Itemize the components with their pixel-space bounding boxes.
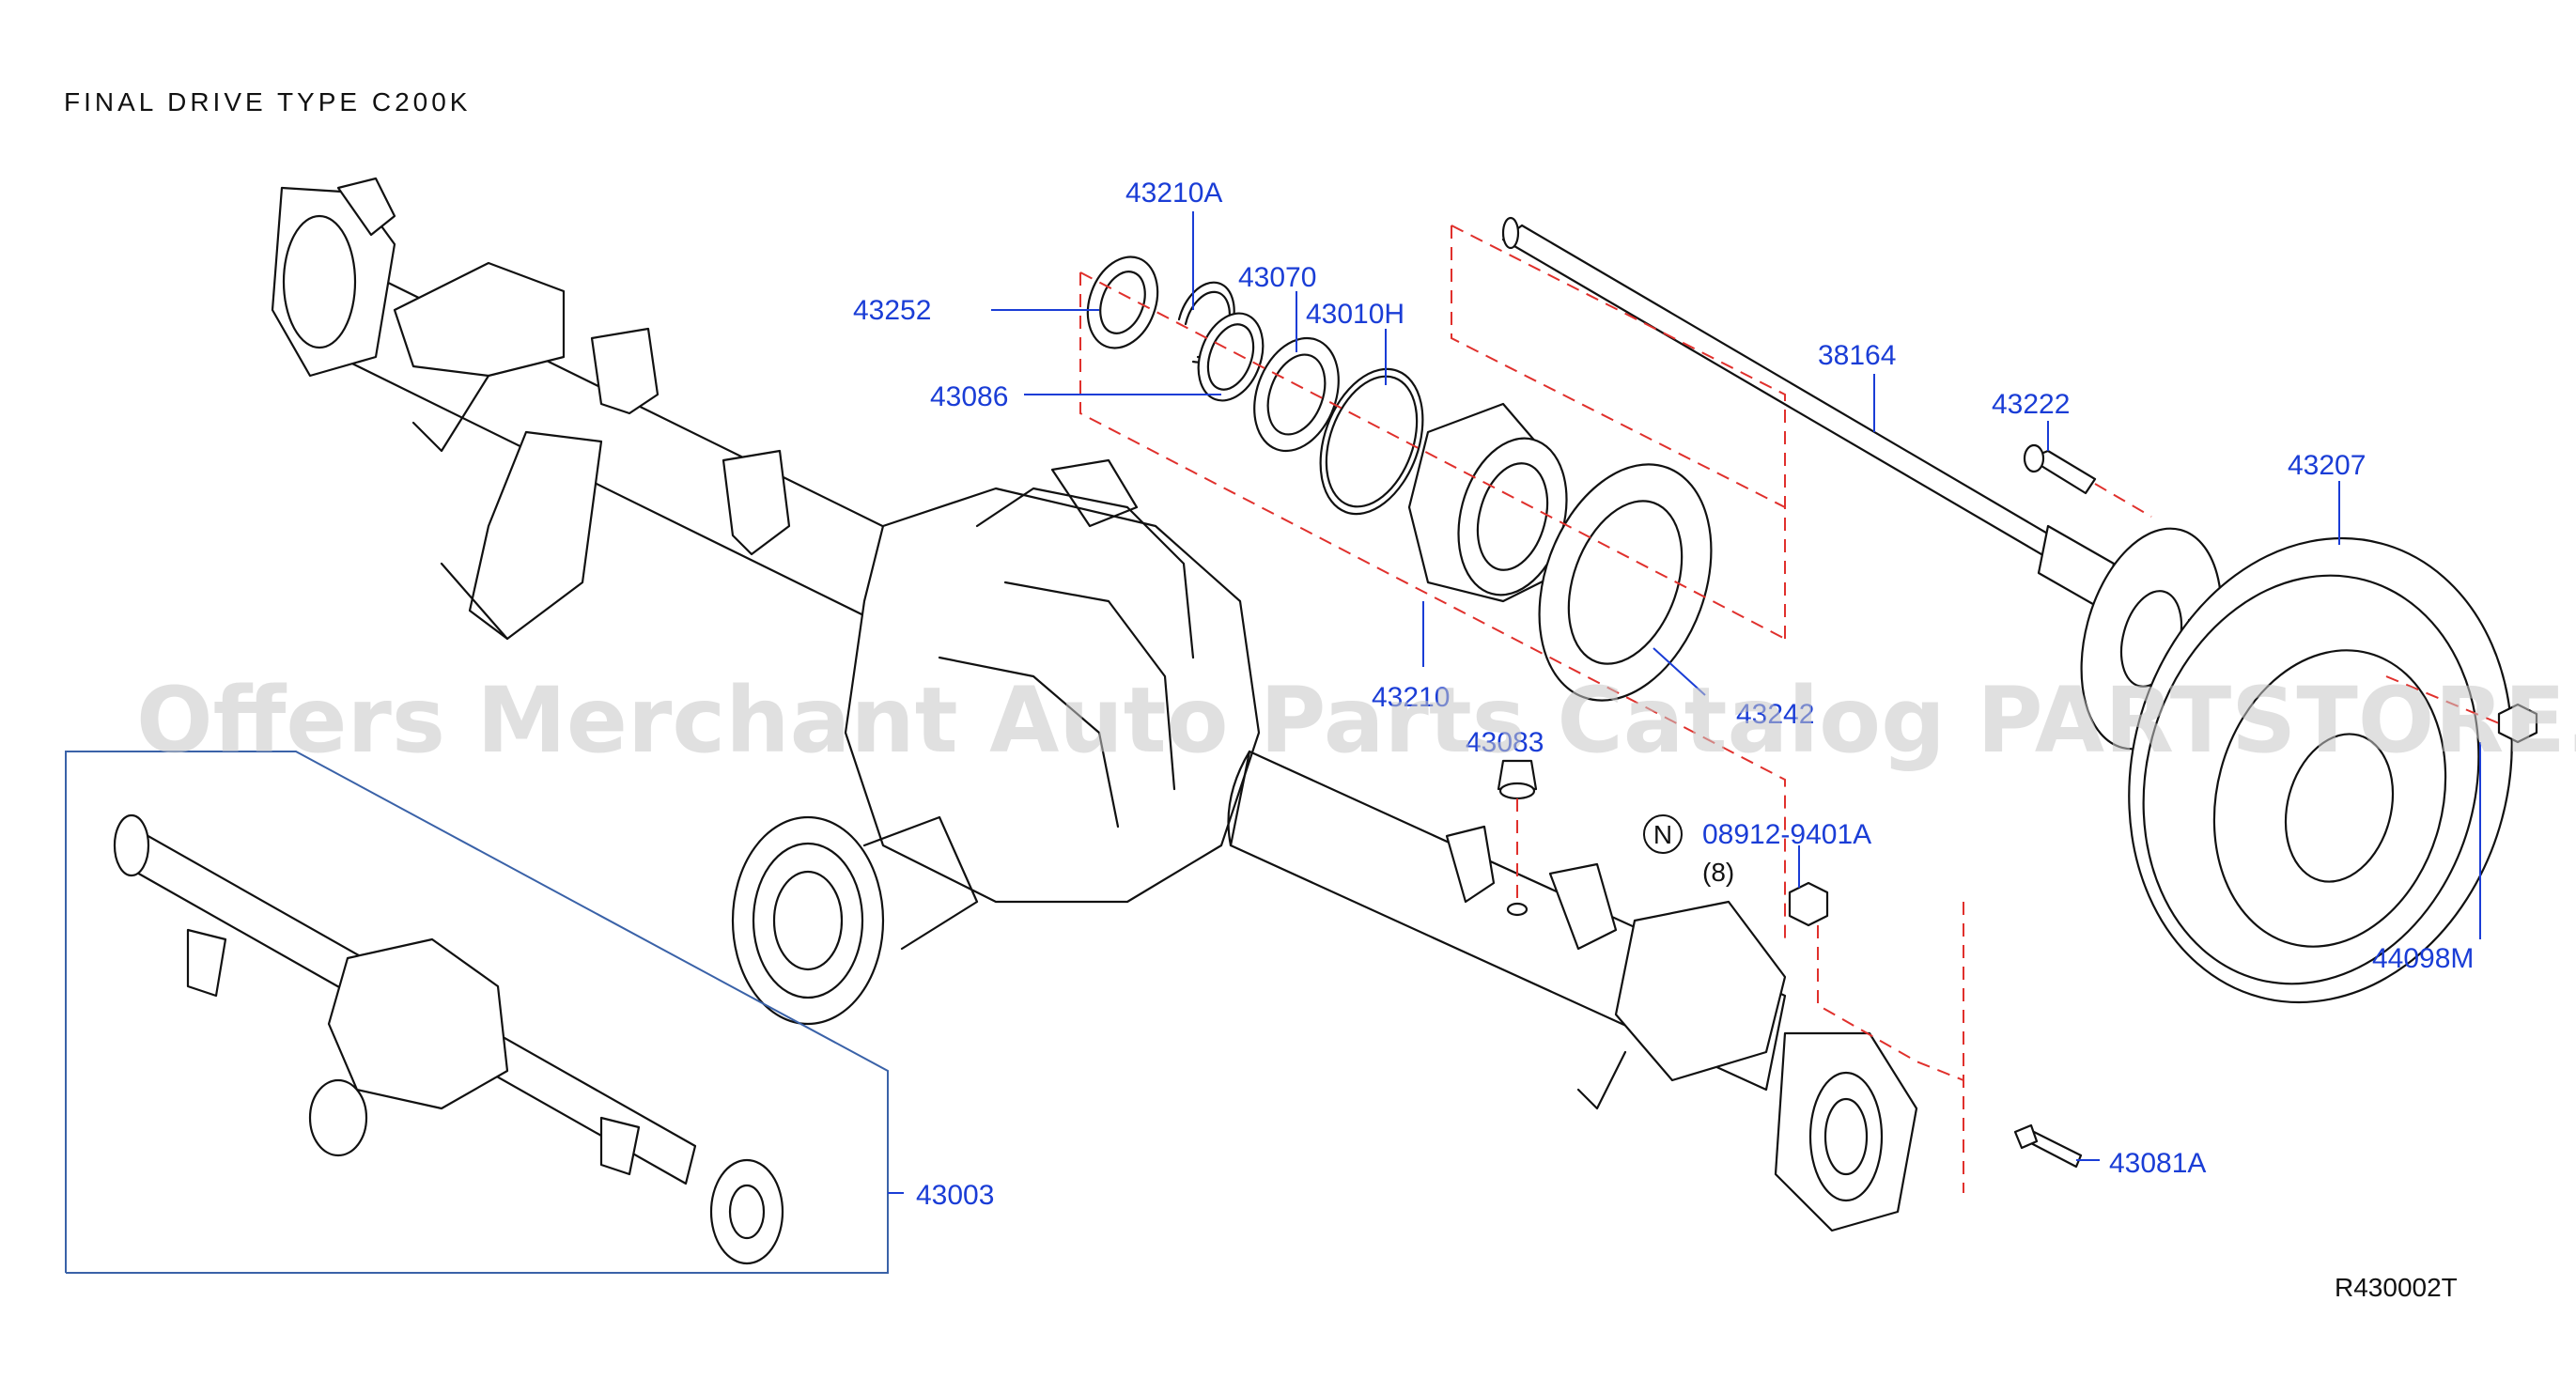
part-label-43083[interactable]: 43083 (1466, 727, 1544, 758)
part-label-44098M[interactable]: 44098M (2372, 943, 2474, 974)
inset-assembly-43003 (65, 751, 889, 1274)
breather-43083 (1497, 759, 1538, 917)
oil-seal-43252 (1086, 256, 1159, 349)
watermark-text: Offers Merchant Auto Parts Catalog PARTS… (136, 668, 2576, 773)
part-quantity-08912-9401A: (8) (1702, 858, 1734, 887)
part-label-43252[interactable]: 43252 (853, 295, 931, 326)
bolt-43081A (2013, 1123, 2083, 1169)
part-label-43222[interactable]: 43222 (1992, 389, 2070, 420)
part-label-43207[interactable]: 43207 (2288, 450, 2366, 481)
axle-housing (271, 177, 1918, 1232)
hub-bolt-43222 (2023, 443, 2097, 495)
leader-lines (888, 211, 2481, 1194)
part-label-38164[interactable]: 38164 (1818, 340, 1896, 371)
gasket-43242 (1538, 463, 1713, 702)
bearing-43070 (1253, 336, 1340, 453)
part-label-43086[interactable]: 43086 (930, 381, 1008, 412)
note-symbol: N (1653, 820, 1672, 849)
part-label-43210[interactable]: 43210 (1372, 682, 1450, 713)
wheel-nut-44098M (2497, 703, 2538, 744)
explode-lines (1079, 225, 2500, 1193)
spacer-43086 (1197, 312, 1265, 402)
brake-drum-43207 (2128, 536, 2513, 1004)
part-label-43210A[interactable]: 43210A (1125, 178, 1222, 209)
part-label-08912-9401A[interactable]: 08912-9401A (1702, 819, 1871, 850)
note-callout-08912-9401A: N (1643, 814, 1683, 854)
o-ring-43010H (1319, 367, 1424, 516)
part-label-43081A[interactable]: 43081A (2109, 1148, 2206, 1179)
part-label-43242[interactable]: 43242 (1736, 699, 1814, 730)
nut-08912-9401A (1788, 881, 1829, 927)
bearing-housing-43210 (1407, 402, 1568, 603)
diagram-reference-code: R430002T (2335, 1273, 2458, 1302)
part-label-43010H[interactable]: 43010H (1306, 299, 1404, 330)
part-label-43003[interactable]: 43003 (916, 1180, 994, 1211)
part-label-43070[interactable]: 43070 (1238, 262, 1316, 293)
diagram-title: FINAL DRIVE TYPE C200K (64, 87, 471, 116)
